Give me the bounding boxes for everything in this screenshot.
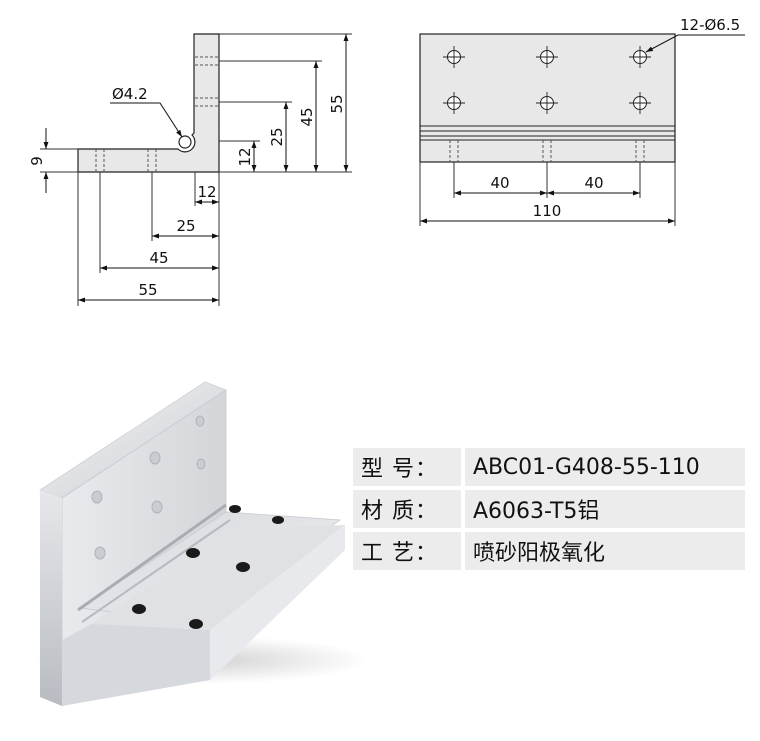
spec-value-process: 喷砂阳极氧化: [465, 532, 745, 570]
product-render: [30, 381, 370, 707]
spec-table: 型 号： ABC01-G408-55-110 材 质： A6063-T5铝 工 …: [353, 448, 745, 574]
side-view: Ø4.2 55 45 25 12 9 12 25 45 55: [28, 33, 352, 306]
dim-length-110: 110: [533, 202, 562, 220]
dim-phi-4-2: Ø4.2: [112, 85, 148, 103]
dim-height-12: 12: [236, 147, 254, 166]
spec-value-material: A6063-T5铝: [465, 490, 745, 528]
l-profile-outline: [77, 33, 220, 173]
spec-label-model: 型 号：: [353, 448, 461, 486]
spec-value-model: ABC01-G408-55-110: [465, 448, 745, 486]
dim-height-45: 45: [298, 107, 316, 126]
dim-width-45: 45: [149, 249, 168, 267]
front-view: 12-Ø6.5 40 40 110: [419, 16, 745, 226]
dim-pitch-40-right: 40: [584, 174, 603, 192]
dim-height-25: 25: [268, 127, 286, 146]
dim-pitch-40-left: 40: [490, 174, 509, 192]
dim-width-25: 25: [176, 217, 195, 235]
dim-hole-12x6-5: 12-Ø6.5: [680, 16, 740, 34]
spec-label-process: 工 艺：: [353, 532, 461, 570]
spec-row-model: 型 号： ABC01-G408-55-110: [353, 448, 745, 486]
dim-width-55: 55: [138, 281, 157, 299]
dim-width-12: 12: [197, 183, 216, 201]
hole-4-2: [178, 135, 192, 149]
spec-label-material: 材 质：: [353, 490, 461, 528]
spec-row-material: 材 质： A6063-T5铝: [353, 490, 745, 528]
dim-thickness-9: 9: [28, 156, 46, 166]
spec-row-process: 工 艺： 喷砂阳极氧化: [353, 532, 745, 570]
dim-height-55: 55: [328, 94, 346, 113]
